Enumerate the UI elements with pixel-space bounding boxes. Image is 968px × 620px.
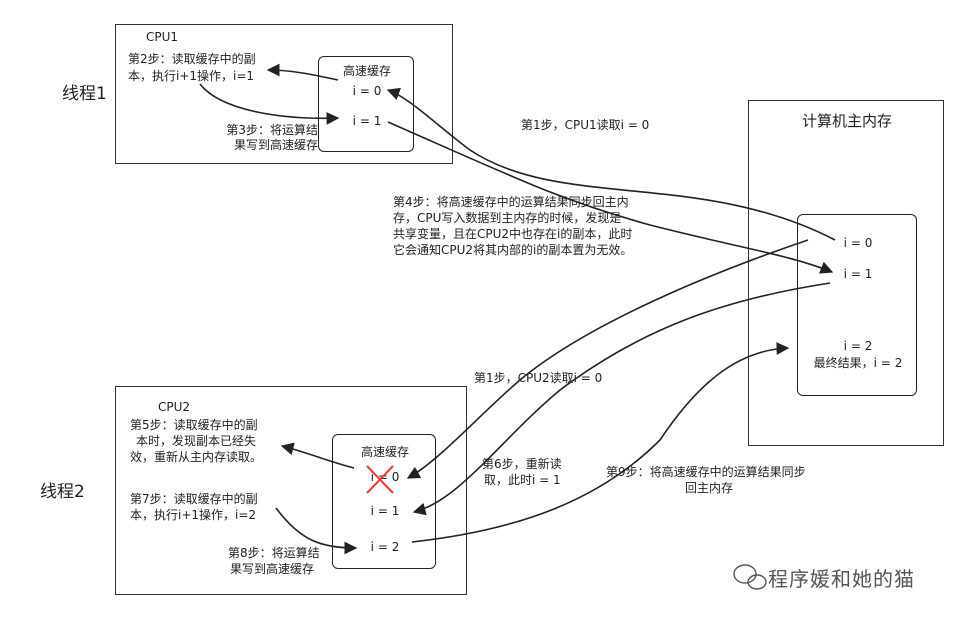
step5-line3: 效，重新从主内存读取。 [130,450,263,464]
memory-value-0: i = 0 [843,236,873,250]
wechat-icon [733,564,767,590]
main-memory-store: i = 0 i = 1 i = 2 最终结果，i = 2 [797,214,917,396]
arrow-step1-cpu2 [406,239,809,479]
cpu1-title: CPU1 [146,30,179,44]
watermark-text: 程序媛和她的猫 [768,567,915,591]
arrow-step7 [275,507,358,555]
cpu1-cache-value-0: i = 0 [352,84,382,98]
step6-line1: 第6步，重新读 [482,457,562,471]
arrow-step9 [411,342,790,543]
arrow-step3 [199,83,340,125]
step7-line1: 第7步：读取缓存中的副 [130,492,258,506]
cpu2-cache-title: 高速缓存 [360,445,409,459]
step4-line3: 共享变量，且在CPU2中也存在i的副本，此时 [393,227,633,241]
arrow-step6 [412,282,831,516]
step3-line1: 第3步：将运算结 [226,123,318,137]
cpu2-cache-value-1: i = 1 [370,504,400,518]
arrow-step5 [280,442,355,469]
step1-cpu1-label: 第1步，CPU1读取i = 0 [521,118,650,132]
step6-line2: 取，此时i = 1 [484,473,561,487]
step9-line1: 第9步：将高速缓存中的运算结果同步 [606,465,806,479]
step4-line4: 它会通知CPU2将其内部的i的副本置为无效。 [393,243,633,257]
step2-line1: 第2步：读取缓存中的副 [128,52,256,66]
memory-value-1: i = 1 [843,267,873,281]
cpu1-cache-value-1: i = 1 [352,114,382,128]
arrow-step1-cpu1 [386,87,836,241]
cpu2-title: CPU2 [158,400,191,414]
cpu1-cache: 高速缓存 i = 0 i = 1 [318,56,414,152]
step4-line1: 第4步：将高速缓存中的运算结果同步回主内 [393,195,629,209]
step5-line1: 第5步：读取缓存中的副 [130,418,258,432]
memory-value-2: i = 2 [843,339,873,353]
step9-line2: 回主内存 [684,481,733,495]
step8-line1: 第8步：将运算结 [228,546,320,560]
cpu2-cache-value-2: i = 2 [370,540,400,554]
cpu1-cache-title: 高速缓存 [342,64,391,78]
invalidated-mark [366,465,394,494]
step4-line2: 存，CPU写入数据到主内存的时候，发现是 [393,211,622,225]
arrow-step4 [387,121,834,274]
main-memory-title: 计算机主内存 [801,112,892,130]
memory-final-result: 最终结果，i = 2 [813,356,903,370]
thread1-label: 线程1 [62,84,107,104]
thread2-label: 线程2 [40,482,85,502]
step2-line2: 本，执行i+1操作，i=1 [128,69,255,83]
step3-line2: 果写到高速缓存 [233,138,318,152]
step5-line2: 本时，发现副本已经失 [136,434,257,448]
cpu2-cache: 高速缓存 i = 0 i = 1 i = 2 [332,434,436,569]
step8-line2: 果写到高速缓存 [230,562,315,576]
step7-line2: 本，执行i+1操作，i=2 [130,508,257,522]
arrow-step2 [266,63,339,81]
step1-cpu2-label: 第1步，CPU2读取i = 0 [474,371,603,385]
